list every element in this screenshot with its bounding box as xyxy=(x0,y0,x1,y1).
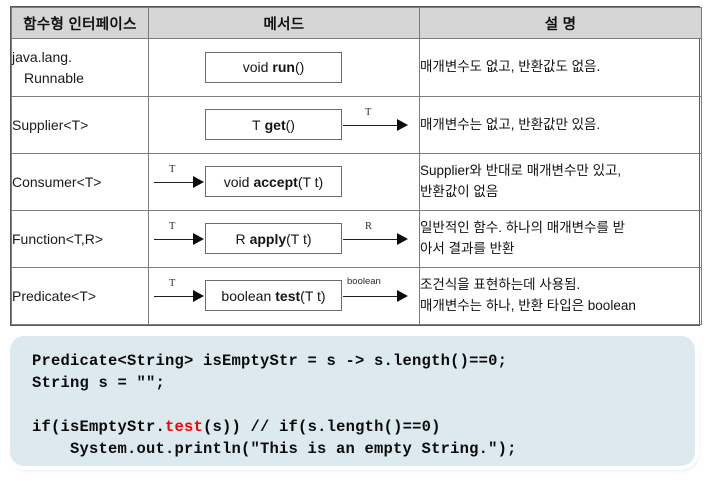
input-arrow-label: T xyxy=(169,278,176,289)
method-return-type: void xyxy=(242,59,269,75)
interface-name-line1: java.lang. xyxy=(12,48,72,65)
description-cell: 일반적인 함수. 하나의 매개변수를 받 아서 결과를 반환 xyxy=(419,210,702,268)
method-diagram-cell: T get () T xyxy=(148,96,420,154)
column-header-description: 설 명 xyxy=(419,7,702,39)
output-arrow-label: T xyxy=(365,107,372,118)
functional-interface-table: 함수형 인터페이스 메서드 설 명 java.lang. Runnable vo… xyxy=(10,6,702,326)
method-signature-box: void accept (T t) xyxy=(205,166,342,197)
method-arguments: () xyxy=(285,116,295,133)
description-line1: 매개변수도 없고, 반환값도 없음. xyxy=(420,59,601,75)
method-arguments: (T t) xyxy=(286,230,312,247)
description-cell: 매개변수도 없고, 반환값도 없음. xyxy=(419,38,702,97)
code-line-2: String s = ""; xyxy=(32,374,166,392)
method-return-type: void xyxy=(223,173,250,190)
interface-name-cell: Consumer<T> xyxy=(11,153,149,211)
table-body: java.lang. Runnable void run () 매개변수도 없고… xyxy=(11,38,702,325)
code-line-4-prefix: if(isEmptyStr. xyxy=(32,418,166,436)
interface-name-cell: java.lang. Runnable xyxy=(11,38,149,97)
input-arrow-head xyxy=(193,176,204,188)
method-name: accept xyxy=(253,173,298,190)
method-name: run xyxy=(272,59,295,75)
interface-name-cell: Function<T,R> xyxy=(11,210,149,268)
method-arguments: (T t) xyxy=(297,173,324,190)
method-return-type: T xyxy=(252,116,261,133)
description-cell: 조건식을 표현하는데 사용됨. 매개변수는 하나, 반환 타입은 boolean xyxy=(419,267,702,325)
code-line-1: Predicate<String> isEmptyStr = s -> s.le… xyxy=(32,352,508,370)
description-line1: 조건식을 표현하는데 사용됨. xyxy=(420,277,581,293)
method-diagram: void run () xyxy=(149,40,419,96)
column-header-interface: 함수형 인터페이스 xyxy=(11,7,149,39)
method-diagram: T R apply (T t) R xyxy=(149,211,419,267)
table-row: Consumer<T> T void accept (T t) Sup xyxy=(11,153,702,211)
code-line-4: if(isEmptyStr.test(s)) // if(s.length()=… xyxy=(32,416,695,438)
interface-name-cell: Predicate<T> xyxy=(11,267,149,325)
table-header-row: 함수형 인터페이스 메서드 설 명 xyxy=(11,7,702,39)
output-arrow-line xyxy=(343,125,399,126)
method-name: get xyxy=(264,116,286,133)
method-name: apply xyxy=(249,230,287,247)
method-diagram-cell: void run () xyxy=(148,38,420,97)
method-signature-box: T get () xyxy=(205,109,342,140)
table-row: java.lang. Runnable void run () 매개변수도 없고… xyxy=(11,38,702,97)
input-arrow-line xyxy=(154,182,195,183)
output-arrow-head xyxy=(397,290,408,302)
method-signature-box: void run () xyxy=(205,51,342,83)
method-arguments: () xyxy=(294,59,305,75)
code-line-4-suffix: (s)) // if(s.length()==0) xyxy=(203,418,441,436)
description-line1: 매개변수는 없고, 반환값만 있음. xyxy=(420,116,601,132)
table-row: Supplier<T> T get () T 매개변수는 없고, 반환 xyxy=(11,96,702,154)
column-header-method: 메서드 xyxy=(148,7,420,39)
code-line-5: System.out.println("This is an empty Str… xyxy=(32,440,517,458)
description-line1: 일반적인 함수. 하나의 매개변수를 받 xyxy=(420,220,626,236)
output-arrow-line xyxy=(343,296,399,297)
method-diagram-cell: T boolean test (T t) boolean xyxy=(148,267,420,325)
input-arrow-line xyxy=(154,296,195,297)
output-arrow-label: R xyxy=(365,221,373,232)
method-arguments: (T t) xyxy=(300,287,326,304)
input-arrow-label: T xyxy=(169,221,176,232)
code-example-panel: Predicate<String> isEmptyStr = s -> s.le… xyxy=(10,336,695,466)
output-arrow-line xyxy=(343,239,399,240)
table-row: Function<T,R> T R apply (T t) R xyxy=(11,210,702,268)
table-header: 함수형 인터페이스 메서드 설 명 xyxy=(11,7,702,39)
method-return-type: R xyxy=(235,230,246,247)
method-diagram-cell: T void accept (T t) xyxy=(148,153,420,211)
method-diagram: T void accept (T t) xyxy=(149,154,419,210)
method-signature-box: R apply (T t) xyxy=(205,223,342,254)
description-line1: Supplier와 반대로 매개변수만 있고, xyxy=(420,163,622,179)
table-row: Predicate<T> T boolean test (T t) bo xyxy=(11,267,702,325)
output-arrow-label: boolean xyxy=(347,276,381,287)
method-name: test xyxy=(275,287,301,304)
interface-name-line2: Runnable xyxy=(24,69,84,86)
method-signature-box: boolean test (T t) xyxy=(205,280,342,311)
table: 함수형 인터페이스 메서드 설 명 java.lang. Runnable vo… xyxy=(11,7,702,325)
description-line2: 반환값이 없음 xyxy=(420,184,499,199)
method-diagram: T boolean test (T t) boolean xyxy=(149,268,419,324)
code-highlight-test: test xyxy=(165,418,204,436)
output-arrow-head xyxy=(397,119,408,131)
input-arrow-head xyxy=(193,290,204,302)
method-return-type: boolean xyxy=(221,287,272,304)
description-line2: 아서 결과를 반환 xyxy=(420,241,515,256)
input-arrow-label: T xyxy=(169,164,176,175)
input-arrow-line xyxy=(154,239,195,240)
description-cell: 매개변수는 없고, 반환값만 있음. xyxy=(419,96,702,154)
code-line-blank xyxy=(32,394,695,416)
interface-name-cell: Supplier<T> xyxy=(11,96,149,154)
method-diagram: T get () T xyxy=(149,97,419,153)
description-line2: 매개변수는 하나, 반환 타입은 boolean xyxy=(420,298,636,313)
description-cell: Supplier와 반대로 매개변수만 있고, 반환값이 없음 xyxy=(419,153,702,211)
method-diagram-cell: T R apply (T t) R xyxy=(148,210,420,268)
input-arrow-head xyxy=(193,233,204,245)
output-arrow-head xyxy=(397,233,408,245)
